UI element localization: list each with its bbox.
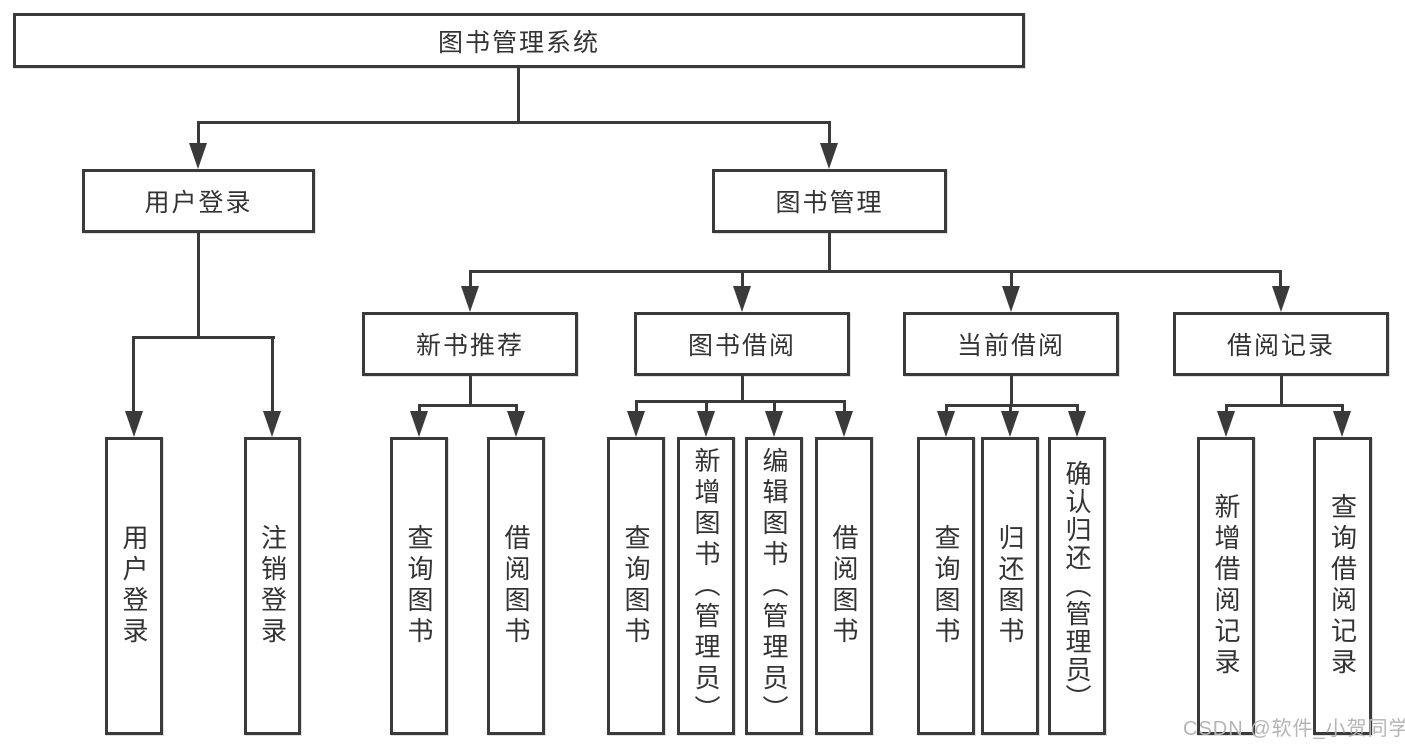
connector-book-management-stem xyxy=(828,233,831,273)
leaf-borrow-books-2-label: 借阅图书 xyxy=(829,524,859,648)
leaf-confirm-return-admin: 确认归还（管理员） xyxy=(1048,437,1106,735)
csdn-watermark: CSDN @软件_小贺同学 xyxy=(1183,718,1405,740)
connector-borrowing-rail xyxy=(635,400,845,403)
leaf-logout-login-label: 注销登录 xyxy=(257,524,288,648)
leaf-add-borrow-record-label: 新增借阅记录 xyxy=(1211,493,1241,679)
connector-drop-query-books-2 xyxy=(635,400,638,414)
connector-records-rail xyxy=(1226,404,1343,407)
connector-drop-borrow-books-2 xyxy=(843,400,846,414)
leaf-query-books-2: 查询图书 xyxy=(607,437,665,735)
connector-drop-leaf-logout xyxy=(271,336,274,417)
leaf-edit-books-admin-label: 编辑图书（管理员） xyxy=(759,446,789,726)
arrow-to-leaf-logout xyxy=(263,411,281,437)
leaf-query-borrow-record-label: 查询借阅记录 xyxy=(1327,493,1358,679)
arrow-to-book-borrowing xyxy=(733,286,751,312)
leaf-borrow-books-1: 借阅图书 xyxy=(487,437,545,735)
arrow-to-query-books-2 xyxy=(627,411,645,437)
node-user-login: 用户登录 xyxy=(82,169,315,233)
arrow-to-query-books-3 xyxy=(937,411,955,437)
node-new-book-recommendation: 新书推荐 xyxy=(362,312,578,376)
connector-new-book-rail xyxy=(418,404,517,407)
node-book-borrowing-label: 图书借阅 xyxy=(687,332,796,360)
connector-current-stem xyxy=(1010,376,1013,407)
arrow-to-book-management xyxy=(820,143,838,169)
leaf-query-books-3: 查询图书 xyxy=(917,437,975,735)
leaf-logout-login: 注销登录 xyxy=(244,437,301,735)
connector-drop-add-books xyxy=(705,400,708,414)
arrow-to-current-borrowing xyxy=(1002,286,1020,312)
leaf-query-books-1: 查询图书 xyxy=(390,437,448,735)
node-book-management-label: 图书管理 xyxy=(775,189,884,217)
connector-drop-add-record xyxy=(1225,404,1228,414)
arrow-to-add-books xyxy=(697,411,715,437)
arrow-to-confirm-return xyxy=(1068,411,1086,437)
arrow-to-borrow-books-1 xyxy=(507,411,525,437)
arrow-to-add-record xyxy=(1217,411,1235,437)
connector-drop-query-books-1 xyxy=(418,404,421,414)
node-new-book-recommendation-label: 新书推荐 xyxy=(415,332,524,360)
connector-drop-query-books-3 xyxy=(945,404,948,414)
connector-user-login-stem xyxy=(197,233,200,339)
connector-new-book-stem xyxy=(469,376,472,407)
connector-drop-new-book-recommendation xyxy=(469,270,472,290)
connector-current-rail xyxy=(946,404,1078,407)
leaf-borrow-books-2: 借阅图书 xyxy=(815,437,873,735)
connector-drop-borrowing-records xyxy=(1279,270,1282,290)
leaf-add-borrow-record: 新增借阅记录 xyxy=(1197,437,1255,735)
node-book-management: 图书管理 xyxy=(712,169,947,233)
connector-drop-query-record xyxy=(1341,404,1344,414)
connector-borrowing-stem xyxy=(741,376,744,403)
leaf-user-login: 用户登录 xyxy=(105,437,163,735)
connector-drop-borrow-books-1 xyxy=(515,404,518,414)
node-user-login-label: 用户登录 xyxy=(144,189,253,217)
leaf-borrow-books-1-label: 借阅图书 xyxy=(501,524,531,648)
node-library-management-system-label: 图书管理系统 xyxy=(437,28,600,57)
connector-drop-book-borrowing xyxy=(741,270,744,290)
connector-records-stem xyxy=(1280,376,1283,407)
connector-drop-edit-books xyxy=(773,400,776,414)
leaf-query-books-1-label: 查询图书 xyxy=(404,524,434,648)
node-current-borrowing: 当前借阅 xyxy=(903,312,1119,376)
node-book-borrowing: 图书借阅 xyxy=(634,312,850,376)
connector-level3-rail xyxy=(469,270,1281,273)
connector-drop-user-login xyxy=(197,121,200,151)
leaf-query-books-2-label: 查询图书 xyxy=(621,524,651,648)
arrow-to-leaf-user-login xyxy=(125,411,143,437)
node-borrowing-records-label: 借阅记录 xyxy=(1226,332,1335,360)
node-current-borrowing-label: 当前借阅 xyxy=(956,332,1065,360)
arrow-to-query-record xyxy=(1333,411,1351,437)
connector-drop-confirm-return xyxy=(1076,404,1079,414)
arrow-to-new-book-recommendation xyxy=(461,286,479,312)
connector-level2-rail xyxy=(197,121,831,124)
arrow-to-borrow-books-2 xyxy=(835,411,853,437)
connector-drop-current-borrowing xyxy=(1010,270,1013,290)
connector-drop-return-books xyxy=(1009,404,1012,414)
connector-drop-book-management xyxy=(828,121,831,151)
connector-root-stem xyxy=(517,68,520,124)
arrow-to-return-books xyxy=(1001,411,1019,437)
leaf-add-books-admin: 新增图书（管理员） xyxy=(677,437,735,735)
leaf-return-books-label: 归还图书 xyxy=(995,524,1025,648)
connector-user-login-rail xyxy=(132,336,275,339)
leaf-return-books: 归还图书 xyxy=(981,437,1039,735)
arrow-to-query-books-1 xyxy=(410,411,428,437)
connector-drop-leaf-user-login xyxy=(132,336,135,417)
leaf-edit-books-admin: 编辑图书（管理员） xyxy=(745,437,803,735)
leaf-query-borrow-record: 查询借阅记录 xyxy=(1313,437,1372,735)
leaf-confirm-return-admin-label: 确认归还（管理员） xyxy=(1062,460,1092,712)
arrow-to-user-login xyxy=(189,143,207,169)
arrow-to-borrowing-records xyxy=(1272,286,1290,312)
leaf-user-login-label: 用户登录 xyxy=(119,524,149,648)
leaf-add-books-admin-label: 新增图书（管理员） xyxy=(691,446,721,726)
node-library-management-system: 图书管理系统 xyxy=(13,13,1025,68)
node-borrowing-records: 借阅记录 xyxy=(1173,312,1389,376)
leaf-query-books-3-label: 查询图书 xyxy=(931,524,961,648)
arrow-to-edit-books xyxy=(765,411,783,437)
